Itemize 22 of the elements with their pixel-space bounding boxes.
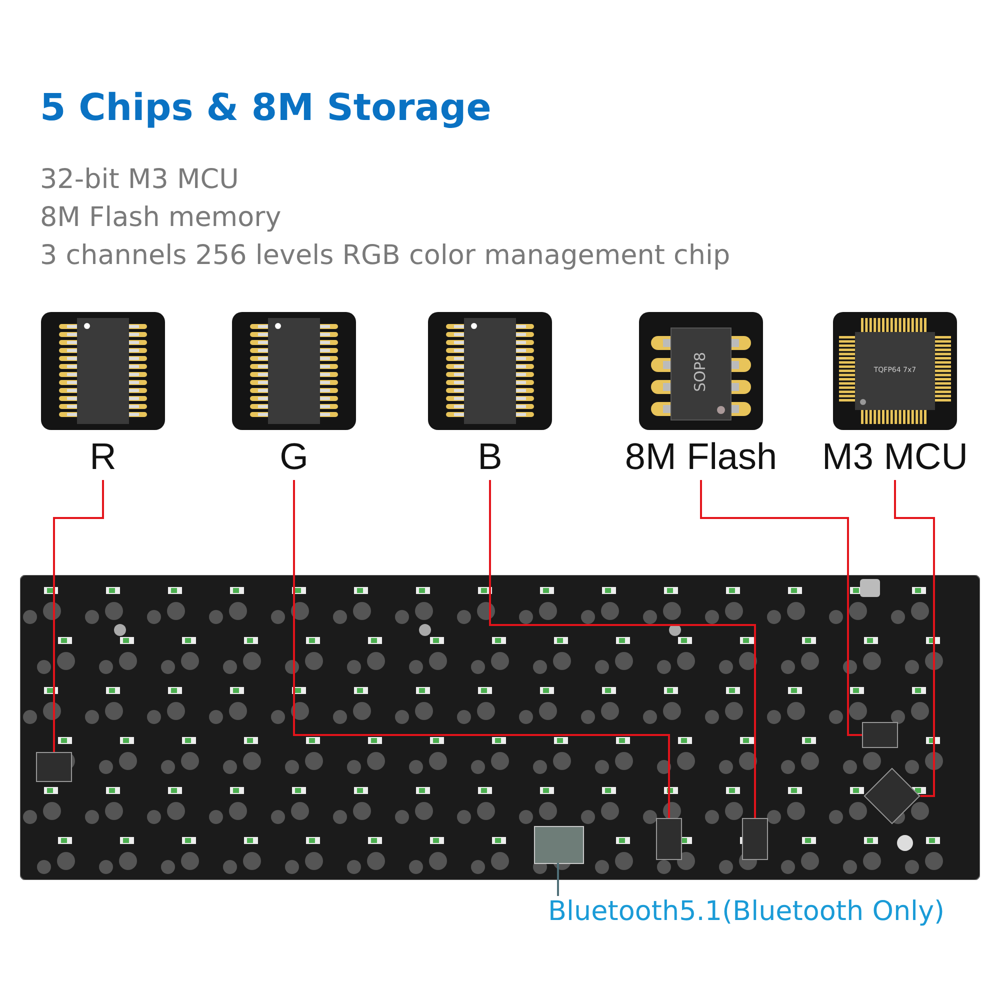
- radio-module: [534, 826, 584, 864]
- leader-line: [700, 480, 862, 736]
- feature-text: 8M Flash memory: [40, 202, 282, 233]
- feature-text: 3 channels 256 levels RGB color management chip: [40, 240, 730, 271]
- callout-text: Bluetooth5.1(Bluetooth Only): [548, 896, 945, 927]
- leader-line: [489, 480, 756, 818]
- package-marking: SOP8: [691, 352, 709, 392]
- ic-chip: [862, 722, 898, 748]
- chip-label: G: [278, 436, 310, 478]
- leader-line: [557, 863, 560, 896]
- feature-text: 32-bit M3 MCU: [40, 164, 239, 195]
- leader-line: [53, 480, 104, 752]
- ic-chip: [742, 818, 768, 860]
- chip-label: B: [476, 436, 504, 478]
- leader-line: [894, 480, 935, 797]
- chip-label: R: [88, 436, 118, 478]
- ic-chip: [656, 818, 682, 860]
- ic-chip: [36, 752, 72, 782]
- chip-label: 8M Flash: [624, 436, 778, 478]
- chip-label: M3 MCU: [821, 436, 969, 478]
- heading: 5 Chips & 8M Storage: [40, 86, 492, 129]
- leader-line: [293, 480, 670, 818]
